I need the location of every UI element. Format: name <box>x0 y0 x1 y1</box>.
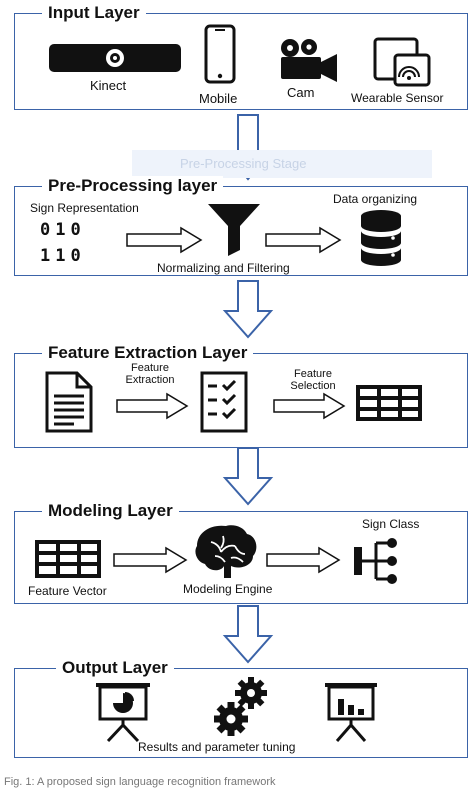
bar-chart-board-icon <box>325 683 377 742</box>
filter-funnel-icon <box>208 204 260 256</box>
right-arrow-icon <box>113 546 188 574</box>
table-grid-icon <box>35 540 101 578</box>
mobile-label: Mobile <box>199 91 238 106</box>
right-arrow-icon <box>266 546 341 574</box>
kinect-label: Kinect <box>90 78 127 93</box>
sign-representation-label: Sign Representation <box>30 201 139 215</box>
normalizing-filtering-label: Normalizing and Filtering <box>157 261 290 275</box>
database-icon <box>361 210 401 266</box>
right-arrow-icon <box>126 226 203 254</box>
sign-class-label: Sign Class <box>362 517 420 531</box>
feature-selection-label: Feature Selection <box>290 368 336 392</box>
table-grid-icon <box>356 385 422 421</box>
gears-icon <box>214 677 267 736</box>
camera-icon <box>281 39 337 82</box>
sign-class-tree-icon <box>354 538 397 584</box>
feature-extraction-layer-title: Feature Extraction Layer <box>42 343 254 363</box>
presentation-chart-icon <box>96 683 150 743</box>
input-layer-title: Input Layer <box>42 3 146 23</box>
kinect-icon <box>49 44 181 72</box>
faint-background-band <box>132 150 432 178</box>
feature-vector-label: Feature Vector <box>28 584 107 598</box>
checklist-icon <box>200 371 248 433</box>
wearable-sensor-icon <box>373 37 431 87</box>
figure-caption: Fig. 1: A proposed sign language recogni… <box>4 776 276 788</box>
modeling-layer-title: Modeling Layer <box>42 501 179 521</box>
mobile-icon <box>204 24 236 84</box>
modeling-engine-label: Modeling Engine <box>183 582 273 596</box>
output-layer-title: Output Layer <box>56 658 174 678</box>
results-parameter-tuning-label: Results and parameter tuning <box>138 740 296 754</box>
preprocessing-layer-title: Pre-Processing layer <box>42 176 224 196</box>
wearable-sensor-label: Wearable Sensor <box>351 91 444 105</box>
down-arrow-icon <box>222 280 274 339</box>
down-arrow-icon <box>222 447 274 506</box>
data-organizing-label: Data organizing <box>333 192 418 206</box>
faint-background-text: Pre-Processing Stage <box>180 156 307 171</box>
down-arrow-icon <box>222 605 274 664</box>
binary-bits-line-2: 110 <box>40 246 86 266</box>
right-arrow-icon <box>116 392 189 420</box>
document-icon <box>45 371 93 433</box>
right-arrow-icon <box>265 226 342 254</box>
brain-icon <box>195 525 257 578</box>
cam-label: Cam <box>287 85 315 100</box>
binary-bits-line-1: 010 <box>40 220 86 240</box>
feature-extraction-label: Feature Extraction <box>125 362 175 386</box>
right-arrow-icon <box>273 392 346 420</box>
